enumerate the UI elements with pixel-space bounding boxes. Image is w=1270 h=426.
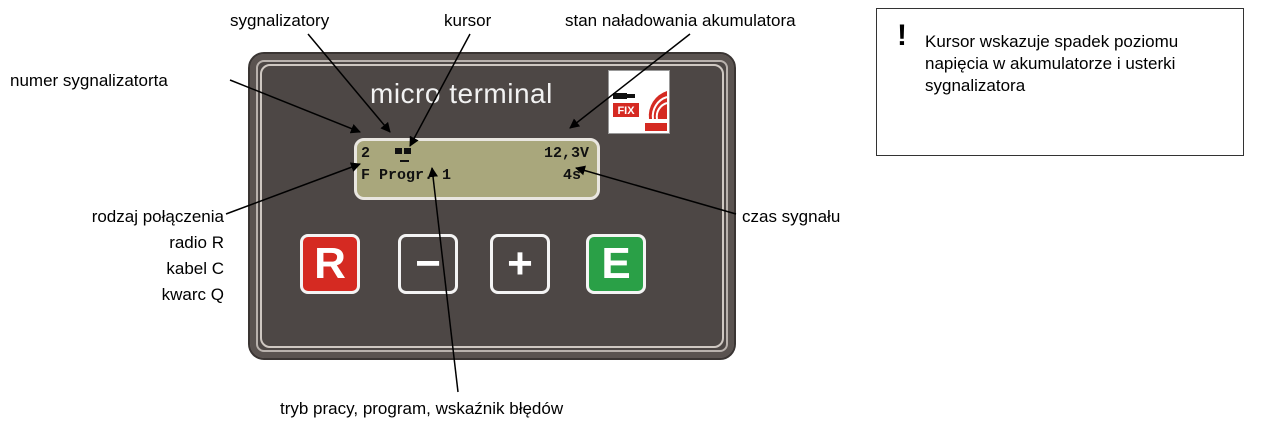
note-text: Kursor wskazuje spadek poziomu napięcia … <box>925 32 1179 95</box>
label-stan-akumulatora: stan naładowania akumulatora <box>565 11 796 30</box>
lcd-display: 2 12,3V F Progr. 1 4s <box>354 138 600 200</box>
label-sygnalizatory: sygnalizatory <box>230 11 330 30</box>
lcd-signaller-number: 2 <box>361 145 371 162</box>
device-brand: micro terminal <box>370 78 553 109</box>
label-tryb-pracy: tryb pracy, program, wskaźnik błędów <box>280 399 564 418</box>
lcd-signaller-icons <box>395 147 425 165</box>
hortsmann-fix-signal-logo: FIX <box>608 70 670 134</box>
label-kabel: kabel C <box>166 259 224 278</box>
label-kursor: kursor <box>444 11 492 30</box>
label-radio: radio R <box>169 233 224 252</box>
minus-button[interactable]: − <box>398 234 458 294</box>
lcd-signal-time: 4s <box>562 167 581 184</box>
lcd-mode-program: F Progr. 1 <box>361 167 452 184</box>
micro-terminal-device: micro terminal FIX 2 12,3V F Progr. 1 4s… <box>248 52 736 360</box>
plus-button[interactable]: + <box>490 234 550 294</box>
label-numer-sygnalizatora: numer sygnalizatorta <box>10 71 168 90</box>
exclamation-icon: ! <box>897 19 907 52</box>
note-box: ! Kursor wskazuje spadek poziomu napięci… <box>876 8 1244 156</box>
label-czas-sygnalu: czas sygnału <box>742 207 841 226</box>
lcd-voltage: 12,3V <box>543 145 589 162</box>
e-button[interactable]: E <box>586 234 646 294</box>
r-button[interactable]: R <box>300 234 360 294</box>
label-rodzaj-polaczenia: rodzaj połączenia <box>91 207 224 226</box>
svg-text:FIX: FIX <box>617 105 635 117</box>
label-kwarc: kwarc Q <box>161 285 224 304</box>
